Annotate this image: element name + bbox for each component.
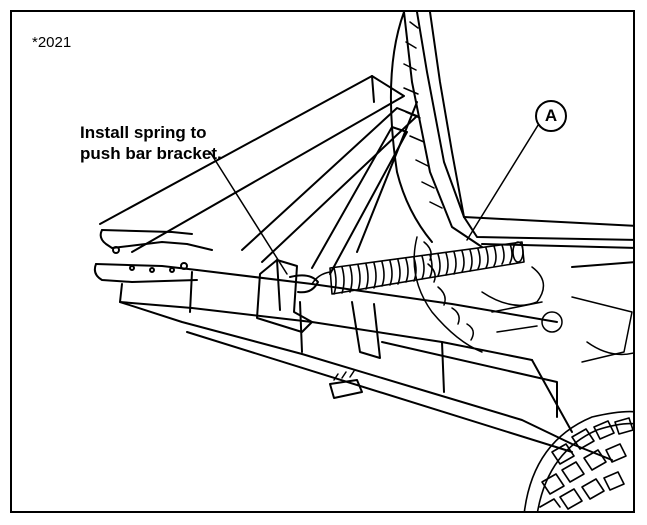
instruction-line-1: Install spring to <box>80 123 207 142</box>
push-bar <box>93 229 613 461</box>
upper-tire <box>389 12 483 248</box>
callout-label-a: A <box>535 100 567 132</box>
fender <box>429 12 633 268</box>
push-bar-bracket <box>256 259 381 359</box>
lower-tire <box>523 410 633 511</box>
instruction-callout: Install spring to push bar bracket. <box>80 122 222 164</box>
center-wheel <box>413 236 633 363</box>
figure-reference-code: *2021 <box>32 34 72 51</box>
leader-lines <box>209 121 541 275</box>
mower-illustration <box>93 12 633 511</box>
frame-struts <box>99 75 418 275</box>
instruction-line-2: push bar bracket. <box>80 144 222 163</box>
diagram-frame: *2021 Install spring to push bar bracket… <box>10 10 635 513</box>
